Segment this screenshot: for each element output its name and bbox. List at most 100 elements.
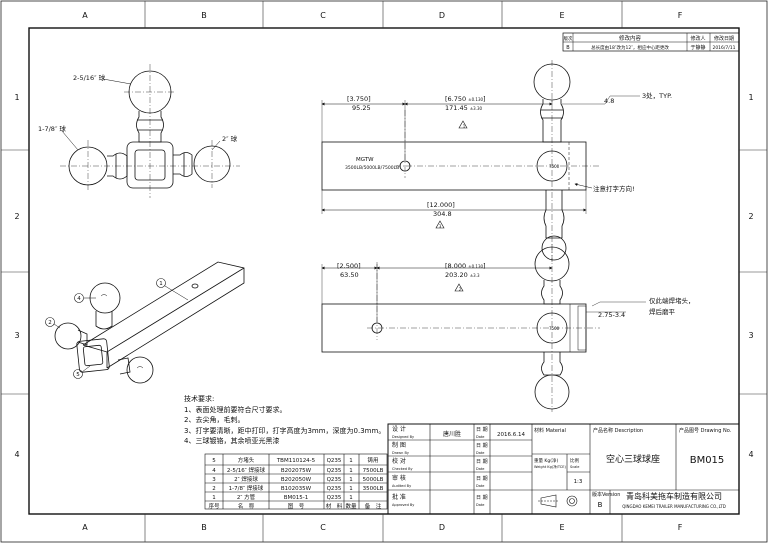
bom-header-mat: 材 料 (326, 502, 343, 510)
zone-col-f: F (678, 11, 683, 20)
top-dim2-in: [6.750 ±0.130] (445, 95, 486, 103)
inner-frame (28, 27, 740, 515)
zone-row-2-right: 2 (748, 212, 753, 221)
bom-table (204, 453, 388, 510)
zone-row-4: 4 (14, 450, 19, 459)
tech-item-3: 3、打字要清晰，距中打印，打字高度为3mm，深度为0.3mm。 (184, 426, 386, 435)
callout-typ: 3处，TYP. (642, 91, 672, 100)
tb-material-label: 材料 Material (534, 427, 566, 434)
bom-header-no: 序号 (208, 502, 220, 510)
tb-date-label-4: 日 期 (476, 476, 488, 482)
bom-row-3-note: 5000LB (363, 477, 384, 483)
zone-row-3: 3 (14, 331, 19, 340)
revision-mark: B (566, 45, 570, 51)
top-view (321, 60, 640, 262)
zone-row-1-right: 1 (748, 93, 753, 102)
bom-row-4-mat: Q235 (327, 468, 342, 474)
bom-row-4-qty: 1 (349, 468, 353, 474)
tb-drawn-label-en: Drawn By (392, 451, 409, 455)
top-tri-mark-1: 1 (463, 124, 466, 129)
bom-row-3-qty: 1 (349, 477, 353, 483)
bom-header-note: 备 注 (365, 502, 382, 510)
revision-person: 于静静 (690, 44, 705, 51)
projection-symbol (538, 494, 578, 508)
bom-row-5-no: 5 (212, 458, 216, 464)
zone-col-e-bottom: E (559, 523, 564, 532)
tb-date-label-4-en: Date (476, 484, 484, 488)
tb-checked-label: 校 对 (392, 457, 406, 465)
revision-mark-header: 版次 (564, 35, 573, 42)
revision-header-content: 修改内容 (619, 34, 642, 42)
bottom-dimensions: [2.500] 63.50 [8.000 ±0.130] 203.20 ±3.3… (337, 262, 625, 319)
balloon-1: 1 (159, 281, 163, 287)
title-block (387, 423, 740, 515)
tb-drawing-no-label: 产品图号 Drawing No. (679, 427, 732, 434)
tech-item-4: 4、三球镀铬，其余喷亚光黑漆 (184, 437, 280, 445)
top-dim1-in: [3.750] (347, 95, 371, 103)
bom-row-5-mat: Q235 (327, 458, 342, 464)
tb-version-label: 版本Version (592, 491, 620, 498)
tb-design-label: 设 计 (392, 425, 406, 433)
bom-header-name: 名 称 (238, 502, 255, 510)
tb-weight-label-en: Weight Kg(净/TCE) (534, 464, 566, 469)
ball-stamp-top: 7500 (549, 164, 560, 169)
bom-cells: 5 方堵头 TBM110124-5 Q235 1 铸用 4 2-5/16″ 焊接… (208, 456, 383, 510)
zone-col-c-bottom: C (320, 523, 326, 532)
tb-product-name-label: 产品名称 Description (593, 427, 643, 434)
tb-scale: 1:3 (574, 479, 583, 485)
bottom-dim2-in: [8.000 ±0.130] (445, 262, 486, 270)
tb-date-label-5: 日 期 (476, 495, 488, 501)
front-view (60, 64, 240, 198)
bom-row-2-qty: 1 (349, 486, 353, 492)
bom-row-4-code: B202075W (281, 468, 312, 474)
tb-checked-label-en: Checked By (392, 467, 413, 471)
tb-date-label-2-en: Date (476, 451, 484, 455)
tb-company-en: QINGDAO KEMEI TRAILER MANUFACTURING CO.,… (622, 504, 726, 509)
bom-row-5-qty: 1 (349, 458, 353, 464)
zone-col-a: A (82, 11, 88, 20)
engraving-line-1: MGTW (356, 157, 374, 163)
top-dim3-in: [12.000] (427, 201, 455, 209)
bom-row-2-code: B102035W (281, 486, 312, 492)
bom-row-5-note: 铸用 (367, 456, 378, 464)
label-ball-1-7-8: 1-7/8″ 球 (38, 124, 66, 133)
bottom-dim1-mm: 63.50 (340, 271, 359, 279)
tb-scale-label: 比例 (570, 457, 579, 464)
bottom-dim2-mm: 203.20 ±3.3 (445, 271, 480, 279)
revision-header-date: 修改日期 (714, 35, 734, 42)
balloon-5: 5 (76, 372, 80, 378)
bom-row-2-name: 1-7/8″ 焊接球 (229, 484, 264, 492)
zone-row-4-right: 4 (748, 450, 753, 459)
tech-requirements: 技术要求: 1、表面处理前要符合尺寸要求。 2、去尖角，毛刺。 3、打字要清晰，… (184, 394, 385, 447)
bottom-dim1-in: [2.500] (337, 262, 361, 270)
tb-approved-label-en: Approved By (392, 503, 414, 507)
bom-row-3-mat: Q235 (327, 477, 342, 483)
tech-item-2: 2、去尖角，毛刺。 (184, 416, 245, 424)
zone-col-b: B (201, 11, 207, 20)
bom-row-4-no: 4 (212, 468, 216, 474)
weld-note-1: 仅此端焊堵头， (649, 296, 695, 305)
top-dim-dia: 4.8 (604, 97, 614, 105)
title-block-text: 设 计 Designed By 唐川胜 日 期 Date 2016.6.14 制… (392, 425, 732, 509)
balloon-2: 2 (48, 320, 52, 326)
bom-row-3-name: 2″ 焊接球 (234, 475, 258, 483)
bom-row-3-no: 3 (212, 477, 216, 483)
bom-row-4-name: 2-5/16″ 焊接球 (227, 466, 266, 474)
revision-table: 版次 修改内容 修改人 修改日期 B 总长度由18″改为12″，相应中心距更改 … (562, 32, 740, 52)
bom-header-qty: 数量 (345, 502, 357, 510)
tb-designer: 唐川胜 (443, 430, 461, 438)
tb-design-date: 2016.6.14 (497, 432, 525, 438)
bom-row-5-code: TBM110124-5 (276, 458, 316, 464)
bom-row-5-name: 方堵头 (238, 456, 255, 464)
bom-row-1-qty: 1 (349, 495, 353, 501)
zone-col-f-bottom: F (678, 523, 683, 532)
tb-date-label-3-en: Date (476, 467, 484, 471)
bom-row-1-mat: Q235 (327, 495, 342, 501)
zone-col-d: D (439, 11, 445, 20)
bom-row-1-no: 1 (212, 495, 216, 501)
bottom-tri-mark-2: 2 (459, 287, 462, 292)
isometric-view (45, 261, 245, 384)
